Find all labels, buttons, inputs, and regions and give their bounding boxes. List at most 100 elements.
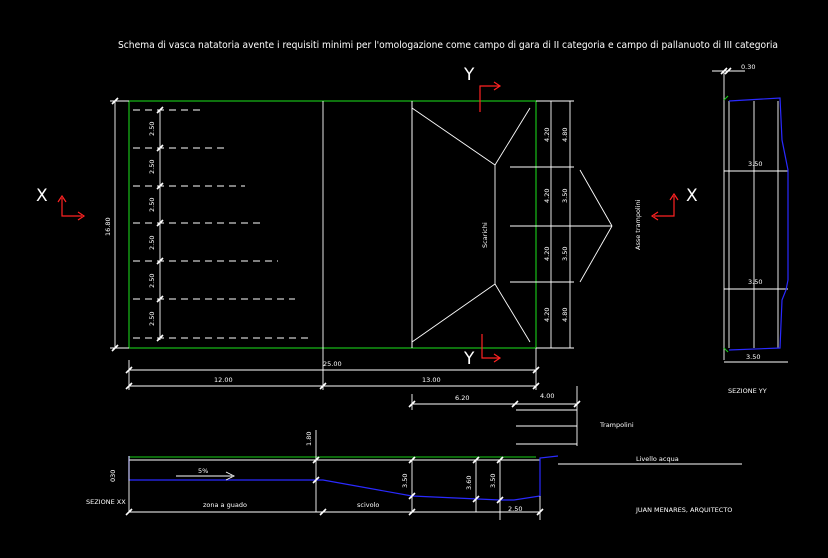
xx-depth-text: 3.50 (401, 474, 409, 488)
axis-markers: X X Y Y (36, 65, 698, 369)
drawing-title: Schema di vasca natatoria avente i requi… (118, 40, 778, 51)
yy-dim-text: 3.50 (748, 160, 762, 168)
lane-dim-text: 2.50 (148, 236, 156, 250)
label-asse-trampolini: Asse trampolini (634, 199, 642, 250)
xx-depth-tick (408, 492, 416, 500)
pool-outline (128, 100, 537, 349)
section-xx: 030 5% 1.80 3.50 3.60 3.50 zona a guado … (86, 409, 742, 520)
dive-dim-tick (408, 400, 416, 408)
axis-arrowhead (493, 353, 502, 363)
xx-depth-tick (472, 495, 480, 503)
board-axis-arrow (579, 225, 613, 283)
zone-scivolo-text: scivolo (357, 501, 379, 509)
slope-text: 5% (198, 467, 208, 475)
dive-pit-edge-1 (411, 107, 496, 166)
lane-dim-tick (156, 334, 164, 342)
xx-depth-tick (312, 476, 320, 484)
xx-depth-tick (472, 456, 480, 464)
axis-arrowhead (650, 211, 659, 221)
xx-depth-tick (408, 456, 416, 464)
author-credit: JUAN MENARES, ARQUITECTO (635, 506, 732, 514)
xx-zone-tick (319, 508, 327, 516)
dive-pit-edge-4 (411, 283, 496, 343)
segment-dim-text: 12.00 (214, 376, 233, 384)
zone-guado-text: zona a guado (203, 501, 247, 509)
xx-depth-tick (312, 456, 320, 464)
axis-arrow-x-right (654, 196, 675, 217)
right-dim-text: 4.20 (543, 247, 551, 261)
lane-dim-text: 2.50 (148, 274, 156, 288)
lane-dim-text: 2.50 (148, 122, 156, 136)
yy-profile (728, 97, 789, 351)
slope-arrowhead (225, 471, 236, 481)
length-dim-text: 25.00 (323, 360, 342, 368)
lane-dim-text: 2.50 (148, 312, 156, 326)
yy-coping (723, 347, 729, 353)
right-dim-text: 4.20 (543, 128, 551, 142)
dive-pit-edge-2 (494, 107, 531, 166)
xx-zone-tick (125, 508, 133, 516)
right-dim-text: 3.50 (561, 247, 569, 261)
xx-depth-text: 3.60 (465, 476, 473, 490)
right-dim-text: 4.20 (543, 189, 551, 203)
axis-arrow-y-top (479, 85, 500, 112)
lane-dim-tick (156, 257, 164, 265)
dive-pit-edge-5 (494, 283, 531, 343)
axis-arrow-y-bottom (481, 334, 500, 359)
yy-top-dim: 0.30 (741, 63, 755, 71)
right-dim-text: 4.80 (561, 308, 569, 322)
segment-dim-tick (125, 382, 133, 390)
axis-y-top: Y (463, 65, 475, 85)
lane-dim-tick (156, 182, 164, 190)
label-trampolini: Trampolini (599, 421, 634, 429)
axis-arrowhead (57, 194, 67, 203)
axis-x-right: X (686, 186, 698, 206)
section-yy: 0.30 3.50 3.50 3.50 SEZIONE YY (712, 63, 789, 395)
lane-dim-tick (156, 144, 164, 152)
board-axis-arrow (579, 169, 613, 227)
yy-dim-tick (724, 67, 732, 75)
xx-depth-text: 3.50 (489, 474, 497, 488)
axis-arrowhead (77, 211, 86, 221)
xx-zone-tick (408, 508, 416, 516)
plan-view: Scarichi 2.50 2.50 2.50 2.50 2.50 2.50 1… (104, 97, 642, 446)
width-dim-tick (111, 97, 119, 105)
length-dim-tick (125, 366, 133, 374)
segment-dim-text: 13.00 (422, 376, 441, 384)
lane-dim-tick (156, 106, 164, 114)
yy-coping (723, 95, 729, 101)
length-dim-tick (532, 366, 540, 374)
lane-dim-tick (156, 295, 164, 303)
yy-dim-text: 3.50 (748, 278, 762, 286)
lane-dim-text: 2.50 (148, 160, 156, 174)
yy-dim-text: 3.50 (746, 353, 760, 361)
width-dim-text: 16.80 (104, 217, 112, 236)
board-dim-text: 4.00 (540, 392, 554, 400)
right-dim-text: 4.80 (561, 128, 569, 142)
xx-depth-tick (496, 496, 504, 504)
label-scarichi: Scarichi (481, 222, 489, 248)
xx-depth-tick (496, 456, 504, 464)
xx-left-dim: 030 (109, 470, 117, 482)
dive-dim-text: 6.20 (455, 394, 469, 402)
yy-section-label: SEZIONE YY (728, 387, 767, 395)
width-dim-tick (111, 344, 119, 352)
xx-section-label: SEZIONE XX (86, 498, 126, 506)
xx-depth-text: 1.80 (305, 432, 313, 446)
segment-dim-tick (319, 382, 327, 390)
axis-arrowhead (669, 192, 679, 201)
lane-dim-text: 2.50 (148, 198, 156, 212)
axis-x-left: X (36, 186, 48, 206)
right-dim-text: 4.20 (543, 308, 551, 322)
axis-y-bottom: Y (463, 349, 475, 369)
yy-dim-tick (720, 67, 728, 75)
lane-dim-tick (156, 219, 164, 227)
xx-bottom-dim: 2.50 (508, 505, 522, 513)
label-livello-acqua: Livello acqua (636, 455, 679, 463)
dive-dim-tick (511, 400, 519, 408)
right-dim-text: 3.50 (561, 189, 569, 203)
segment-dim-tick (532, 382, 540, 390)
axis-arrow-x-left (61, 198, 82, 217)
axis-arrowhead (493, 81, 502, 91)
